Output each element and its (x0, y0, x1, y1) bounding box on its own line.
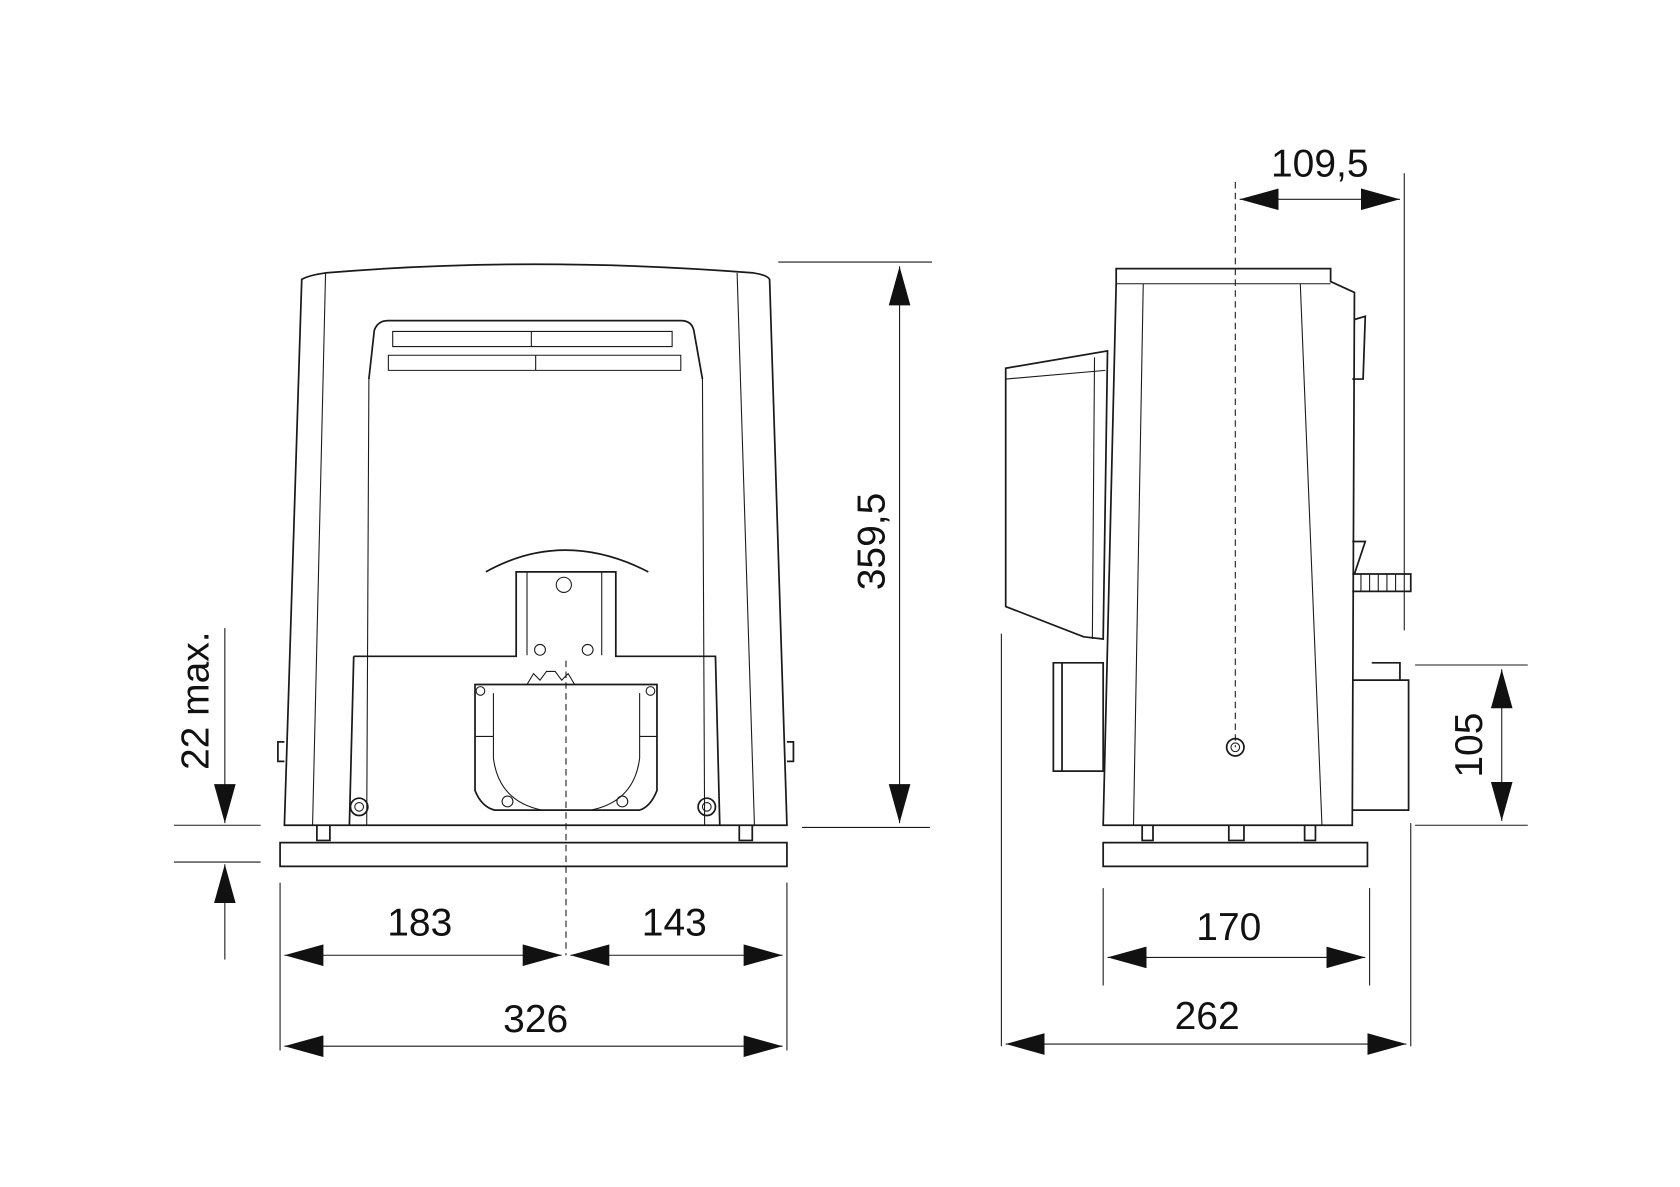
dim-front-left: 183 (387, 902, 452, 945)
dimension-lines (173, 173, 1528, 1058)
dim-height: 359,5 (850, 493, 893, 591)
dim-side-base: 170 (1196, 906, 1261, 949)
dim-side-total: 262 (1175, 995, 1240, 1038)
front-view (277, 263, 795, 954)
side-view (1004, 181, 1412, 868)
dim-front-right: 143 (642, 902, 707, 945)
dimension-labels: 183 143 326 359,5 22 max. 170 262 109,5 … (175, 143, 1492, 1042)
dim-axis-offset: 109,5 (1271, 143, 1369, 186)
dim-side-rack: 105 (1448, 713, 1491, 778)
dim-rack-height: 22 max. (175, 631, 218, 770)
dim-front-total: 326 (503, 998, 568, 1041)
